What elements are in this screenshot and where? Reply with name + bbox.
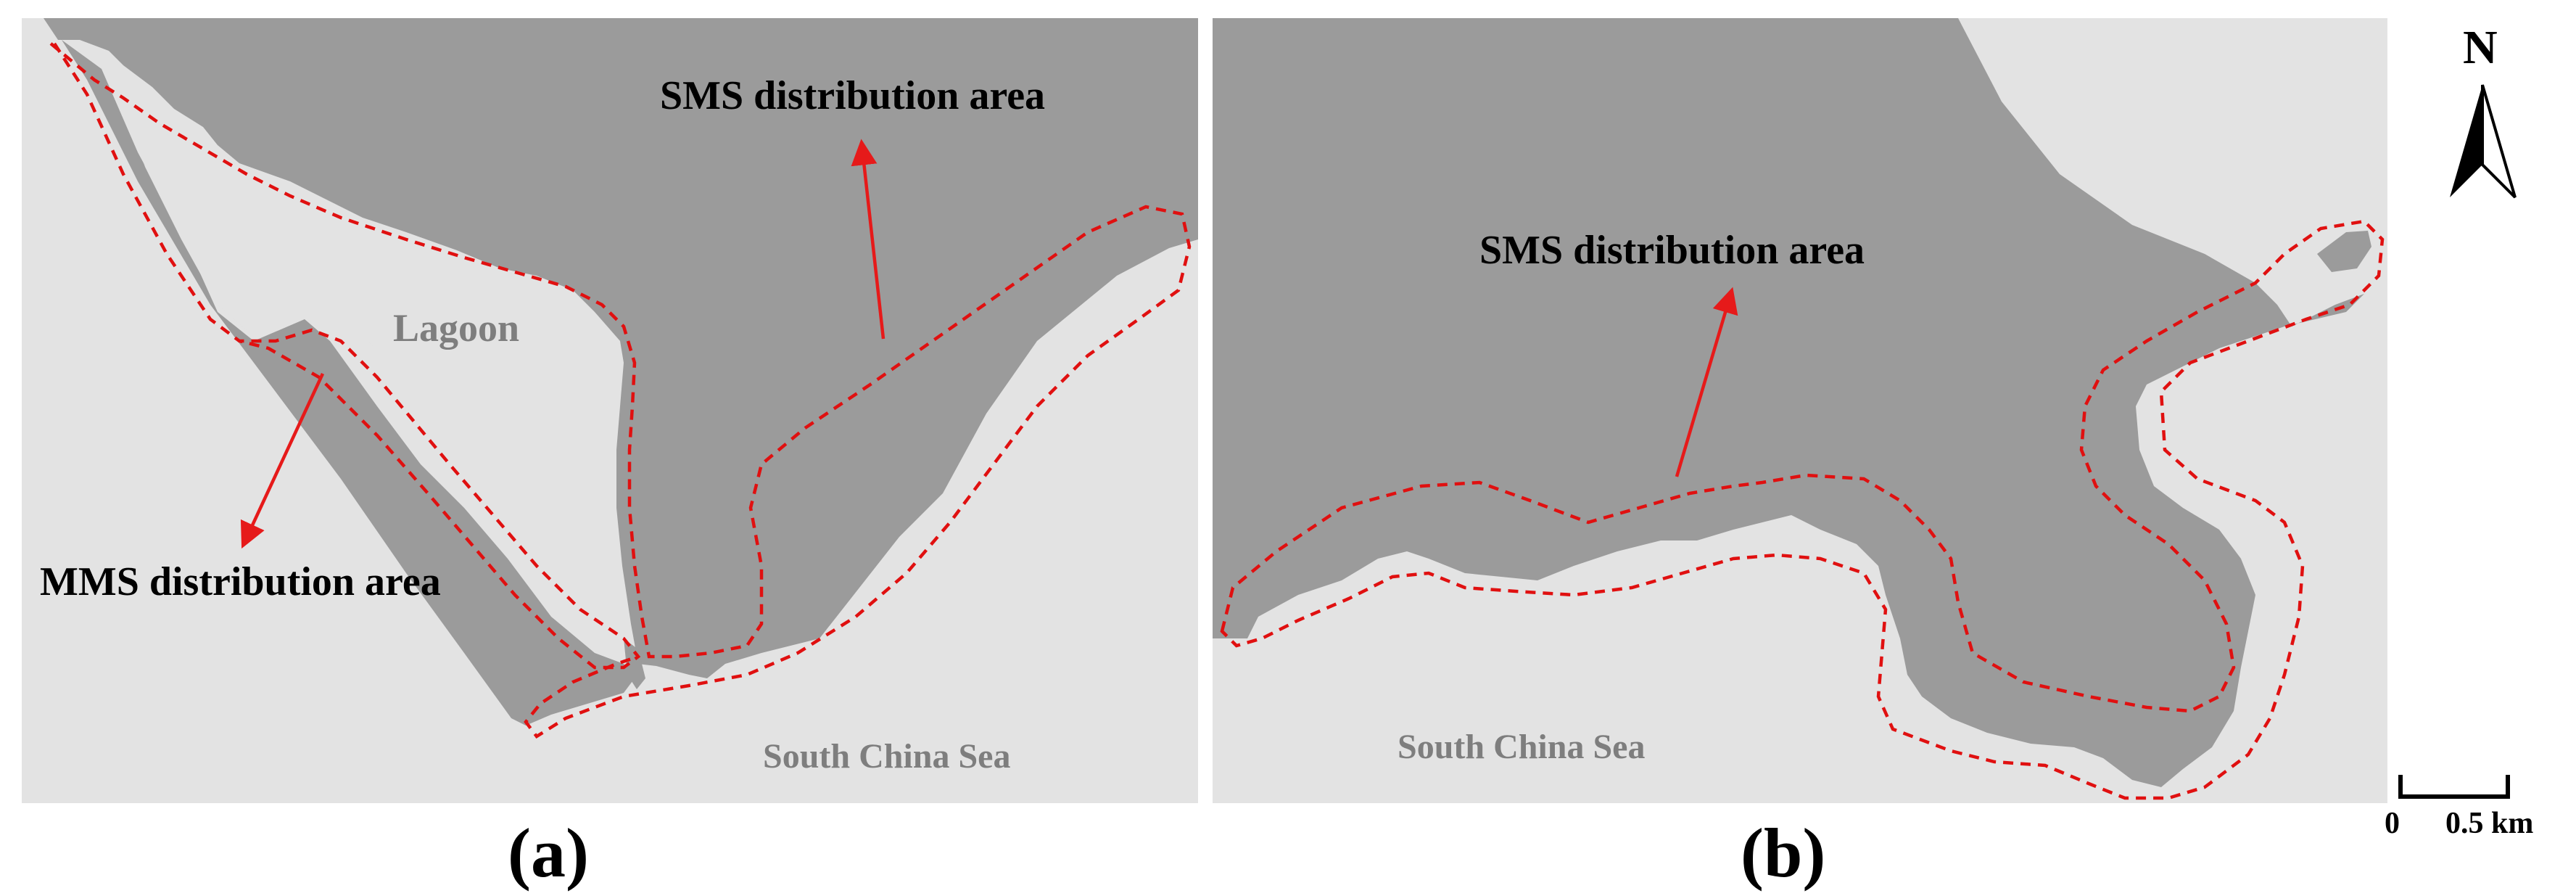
scale-end-label: 0.5 km [2445,807,2533,840]
panel-a-map: SMS distribution area MMS distribution a… [22,18,1198,803]
panel-a-mms-boundary [53,42,641,670]
panel-a-mainland [44,18,1198,678]
panel-b-sms-arrow [1675,287,1738,477]
scale-start-label: 0 [2385,807,2400,840]
panel-a-sea-label: South China Sea [763,737,1010,776]
caption-b: (b) [1741,814,1825,892]
panel-a-inlet-spit [624,638,645,689]
panel-b-island [2317,231,2371,272]
north-arrow: N [2450,21,2517,199]
panel-a-western-spit [62,40,635,726]
scale-bar: 0 0.5 km [2385,775,2533,840]
panel-a-sms-arrow [851,139,886,340]
panel-a-lagoon [109,65,631,653]
panel-a-lagoon-label: Lagoon [393,306,519,350]
panel-a-mms-arrow [240,373,325,549]
panel-b-sea-label: South China Sea [1398,728,1645,766]
panel-a-sms-label: SMS distribution area [660,73,1045,118]
panel-a-sms-boundary [49,42,1192,739]
north-arrow-icon-right-half [2481,84,2517,199]
north-arrow-icon [2450,85,2482,197]
panel-b-mainland [1213,18,2364,787]
panel-b-map: SMS distribution area South China Sea [1213,18,2387,803]
panel-b-sms-boundary [1220,219,2385,800]
scale-bar-line [2398,775,2510,799]
caption-a: (a) [508,814,589,892]
north-label: N [2463,21,2498,74]
panel-a-mms-label: MMS distribution area [40,559,441,604]
panel-b-sms-label: SMS distribution area [1479,228,1865,273]
